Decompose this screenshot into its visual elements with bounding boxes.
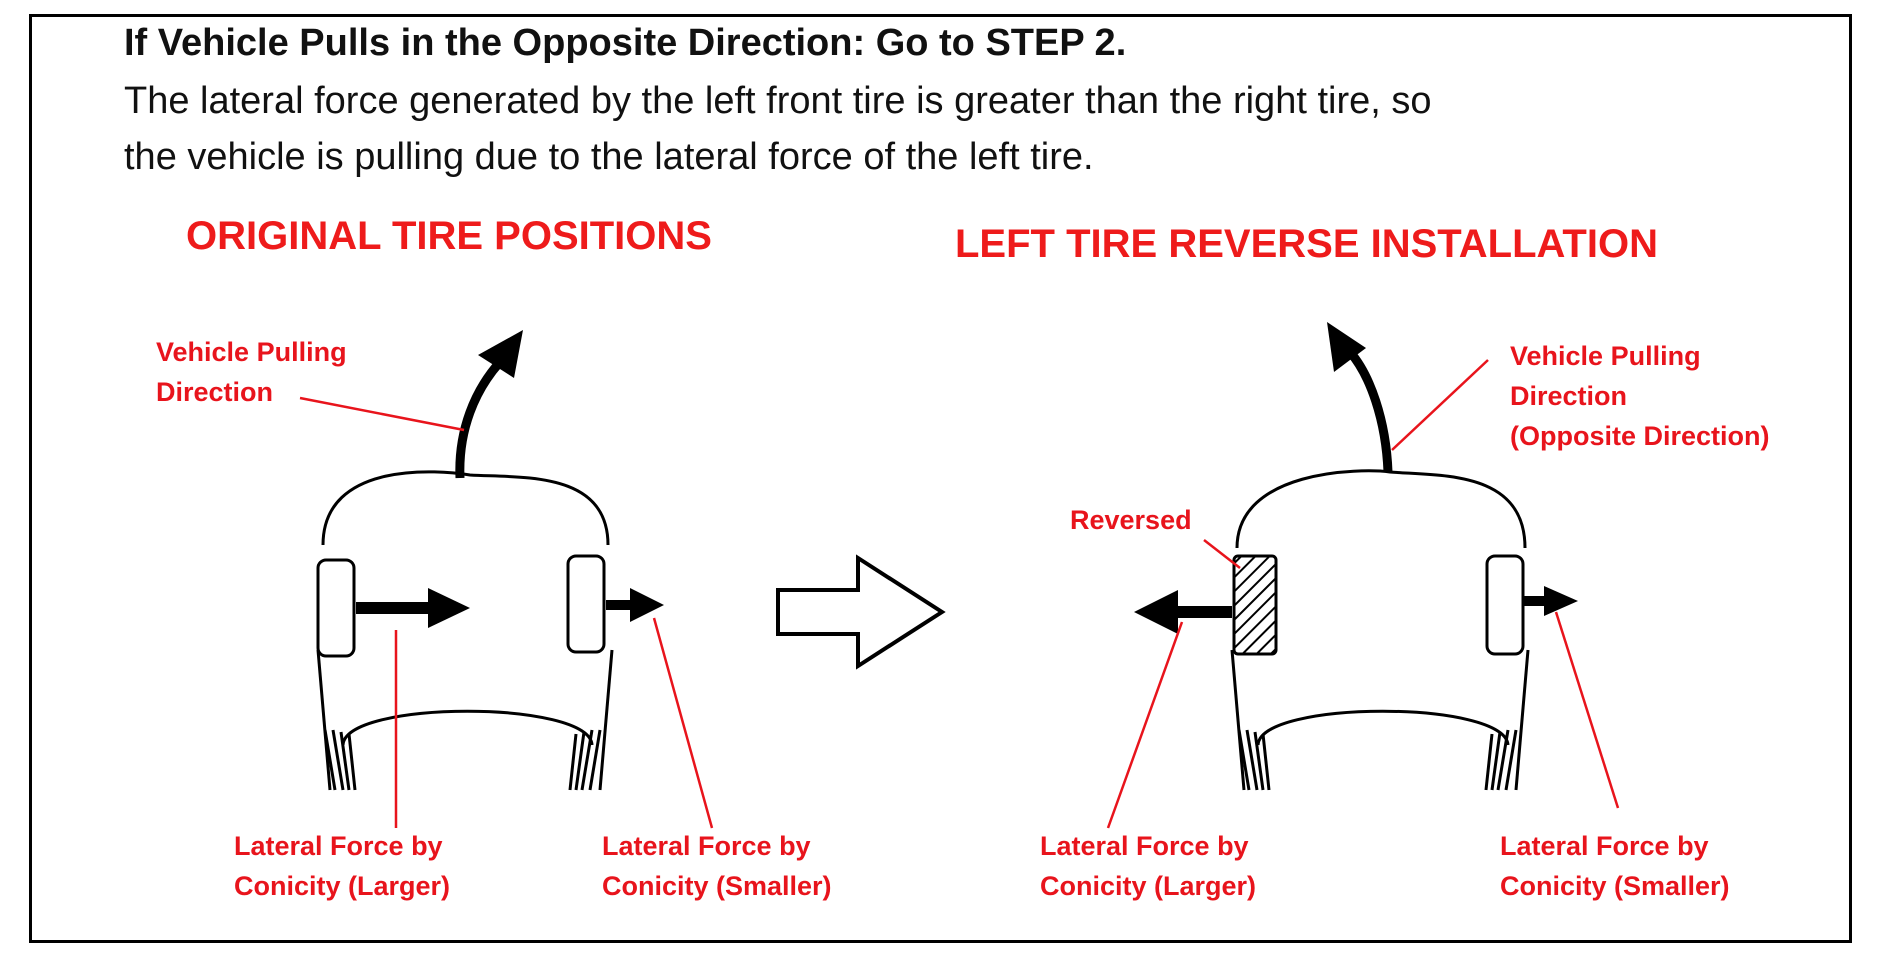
figure-frame (29, 14, 1852, 943)
explanation-line-1: The lateral force generated by the left … (124, 80, 1432, 122)
smaller-force-label-reversed: Lateral Force by Conicity (Smaller) (1500, 826, 1730, 906)
left-tire-reversed (1232, 554, 1278, 656)
reversed-vehicle (1230, 469, 1530, 791)
smaller-force-label-original-line-2: Conicity (Smaller) (602, 871, 832, 901)
pull-arrow-original (455, 330, 523, 479)
pull-label-reversed-line-3: (Opposite Direction) (1510, 421, 1770, 451)
original-vehicle (316, 470, 614, 791)
step-heading: If Vehicle Pulls in the Opposite Directi… (124, 22, 1127, 64)
larger-force-label-reversed-line-1: Lateral Force by (1040, 831, 1249, 861)
right-wheel-spokes-original (568, 729, 602, 791)
smaller-force-label-reversed-line-1: Lateral Force by (1500, 831, 1709, 861)
pull-label-reversed-line-1: Vehicle Pulling (1510, 341, 1701, 371)
pull-label-reversed: Vehicle Pulling Direction (Opposite Dire… (1510, 336, 1770, 456)
right-wheel-spokes-reversed (1484, 729, 1518, 791)
leader-lines (299, 359, 1620, 829)
smaller-force-label-original-line-1: Lateral Force by (602, 831, 811, 861)
left-wheel-spokes-reversed (1237, 729, 1271, 791)
larger-force-label-reversed: Lateral Force by Conicity (Larger) (1040, 826, 1256, 906)
smaller-force-label-original: Lateral Force by Conicity (Smaller) (602, 826, 832, 906)
larger-force-label-original: Lateral Force by Conicity (Larger) (234, 826, 450, 906)
pull-arrow-reversed (1327, 322, 1393, 473)
pull-label-original: Vehicle Pulling Direction (156, 332, 347, 412)
pull-label-reversed-line-2: Direction (1510, 381, 1628, 411)
smaller-force-label-reversed-line-2: Conicity (Smaller) (1500, 871, 1730, 901)
larger-force-label-reversed-line-2: Conicity (Larger) (1040, 871, 1257, 901)
original-positions-title: ORIGINAL TIRE POSITIONS (186, 214, 712, 258)
left-tire-original (316, 558, 356, 658)
right-tire-original (566, 554, 606, 654)
force-arrow-larger-original (356, 588, 470, 628)
force-arrow-larger-reversed (1134, 590, 1232, 634)
force-arrow-smaller-original (606, 588, 664, 622)
transition-arrow (776, 554, 946, 670)
larger-force-label-original-line-2: Conicity (Larger) (234, 871, 451, 901)
reversed-label: Reversed (1070, 505, 1192, 535)
pull-label-original-line-1: Vehicle Pulling (156, 337, 347, 367)
reverse-installation-title: LEFT TIRE REVERSE INSTALLATION (955, 222, 1658, 266)
right-tire-reversed (1485, 554, 1525, 656)
larger-force-label-original-line-1: Lateral Force by (234, 831, 443, 861)
explanation-line-2: the vehicle is pulling due to the latera… (124, 136, 1094, 178)
left-wheel-spokes-original (323, 729, 357, 791)
pull-label-original-line-2: Direction (156, 377, 274, 407)
force-arrow-smaller-reversed (1524, 586, 1578, 616)
